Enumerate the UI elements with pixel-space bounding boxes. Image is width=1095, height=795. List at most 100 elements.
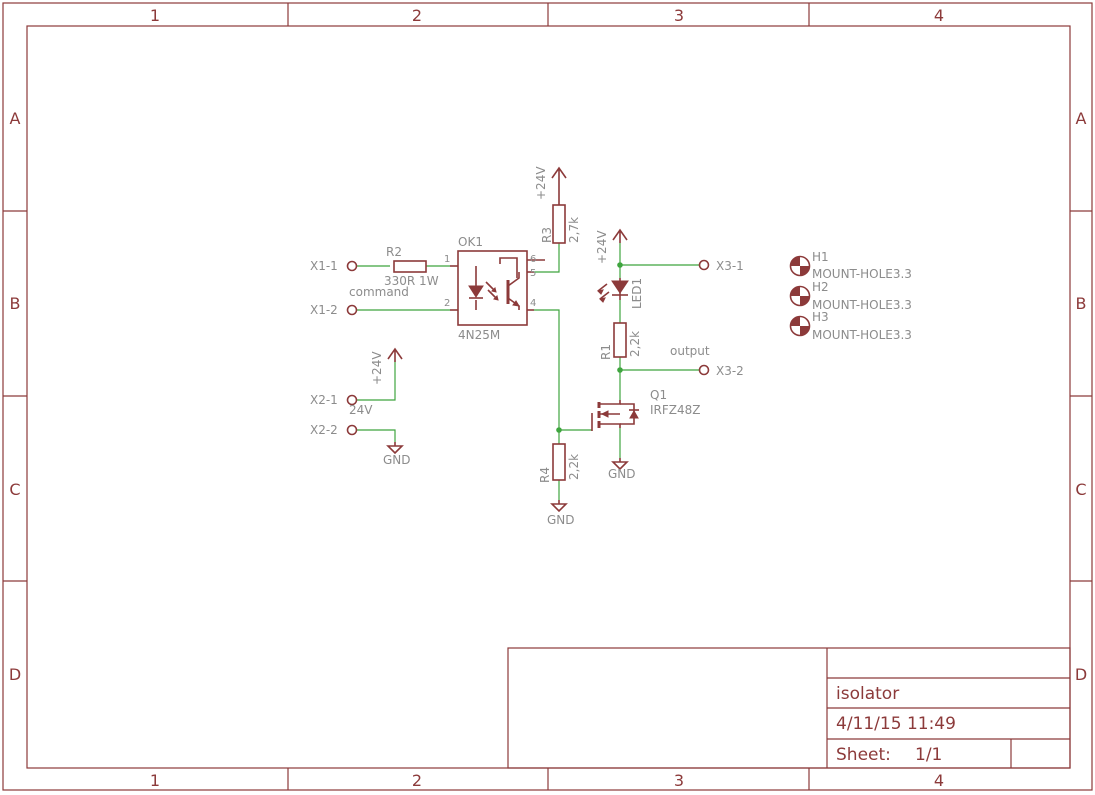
row-label-a-left: A bbox=[10, 109, 21, 128]
junction-gate bbox=[556, 427, 562, 433]
supply-arrow-icon bbox=[551, 166, 567, 205]
pin-number-2: 2 bbox=[444, 298, 450, 309]
drawing-title: isolator bbox=[836, 684, 899, 704]
pin-number-6: 6 bbox=[530, 254, 536, 265]
ground-icon bbox=[550, 500, 568, 513]
part-name: R4 bbox=[538, 467, 552, 483]
column-label-4-top: 4 bbox=[934, 6, 944, 25]
resistor-body-icon bbox=[613, 322, 627, 358]
connector-label: X3-2 bbox=[716, 364, 744, 378]
part-value: IRFZ48Z bbox=[650, 403, 701, 417]
connector-x2-1: X2-1 bbox=[310, 393, 358, 407]
optocoupler-led-icon bbox=[468, 266, 499, 310]
mount-hole-h1: H1 MOUNT-HOLE3.3 bbox=[789, 250, 912, 281]
title-block: isolator 4/11/15 11:49 Sheet: 1/1 bbox=[507, 647, 1071, 769]
connector-pad-icon bbox=[346, 304, 358, 316]
supply-24v-r3: +24V bbox=[534, 166, 567, 205]
optocoupler-body-icon bbox=[457, 250, 528, 326]
part-value: 2,2k bbox=[628, 331, 642, 357]
part-value: 330R 1W bbox=[384, 274, 439, 288]
wire-x2-2-gnd bbox=[357, 429, 396, 442]
row-label-b-left: B bbox=[10, 294, 21, 313]
part-value: MOUNT-HOLE3.3 bbox=[812, 298, 912, 312]
row-label-c-right: C bbox=[1075, 480, 1086, 499]
wire-emitter-gate bbox=[534, 309, 560, 444]
row-label-d-right: D bbox=[1075, 665, 1087, 684]
connector-label: X3-1 bbox=[716, 259, 744, 273]
resistor-r2: R2 330R 1W bbox=[384, 245, 439, 288]
row-label-b-right: B bbox=[1076, 294, 1087, 313]
connector-pad-icon bbox=[698, 259, 710, 271]
sheet-number: 1/1 bbox=[915, 745, 942, 765]
optocoupler-ok1: OK1 4N25M 1 2 6 5 4 bbox=[444, 235, 545, 342]
supply-label: +24V bbox=[595, 230, 609, 264]
column-label-4-bottom: 4 bbox=[934, 771, 944, 790]
pin-number-1: 1 bbox=[444, 254, 450, 265]
resistor-body-icon bbox=[552, 204, 566, 244]
connector-x1-2: X1-2 bbox=[310, 303, 358, 317]
led-diode-icon bbox=[611, 280, 629, 294]
channel-arrow-icon bbox=[600, 410, 609, 418]
connector-pad-icon bbox=[346, 394, 358, 406]
sheet-label: Sheet: bbox=[836, 745, 891, 765]
resistor-r4: R4 2,2k bbox=[538, 443, 581, 483]
part-name: OK1 bbox=[458, 235, 483, 249]
part-value: 2,7k bbox=[567, 217, 581, 243]
supply-label: +24V bbox=[370, 351, 384, 385]
connector-label: X2-2 bbox=[310, 423, 338, 437]
connector-pad-icon bbox=[698, 364, 710, 376]
resistor-r3: R3 2,7k bbox=[540, 204, 581, 244]
pin-number-5: 5 bbox=[530, 268, 536, 279]
connector-x1-1: X1-1 bbox=[310, 259, 358, 273]
part-value: MOUNT-HOLE3.3 bbox=[812, 328, 912, 342]
ground-q1: GND bbox=[608, 458, 636, 481]
junction-led-supply bbox=[617, 262, 623, 268]
column-label-3-top: 3 bbox=[674, 6, 684, 25]
part-value: 4N25M bbox=[458, 328, 500, 342]
part-name: R1 bbox=[599, 344, 613, 360]
supply-24v-x2: +24V bbox=[370, 347, 403, 385]
connector-pad-icon bbox=[346, 424, 358, 436]
mosfet-q1: Q1 IRFZ48Z bbox=[591, 388, 701, 431]
column-label-1-top: 1 bbox=[150, 6, 160, 25]
frame-row-labels: A B C D A B C D bbox=[9, 109, 1087, 684]
resistor-r1: R1 2,2k bbox=[599, 322, 642, 360]
wire-x2-1-supply bbox=[357, 360, 396, 401]
column-label-2-top: 2 bbox=[412, 6, 422, 25]
led-light-arrows-icon bbox=[597, 283, 610, 300]
connector-x3-1: X3-1 bbox=[698, 259, 744, 273]
row-label-d-left: D bbox=[9, 665, 21, 684]
ground-icon bbox=[611, 458, 629, 471]
supply-24v-led: +24V bbox=[595, 228, 628, 264]
wires bbox=[357, 243, 700, 500]
connector-label: X1-2 bbox=[310, 303, 338, 317]
part-value: MOUNT-HOLE3.3 bbox=[812, 267, 912, 281]
connector-x3-2: X3-2 bbox=[698, 364, 744, 378]
pin-number-4: 4 bbox=[530, 298, 536, 309]
row-label-c-left: C bbox=[9, 480, 20, 499]
part-name: H3 bbox=[812, 310, 829, 324]
part-name: LED1 bbox=[630, 278, 644, 309]
ground-x2: GND bbox=[383, 442, 411, 467]
junction-output bbox=[617, 367, 623, 373]
part-name: H1 bbox=[812, 250, 829, 264]
supply-label: +24V bbox=[534, 166, 548, 200]
body-diode-icon bbox=[629, 409, 639, 419]
net-label-command: command bbox=[349, 285, 409, 299]
phototransistor-icon bbox=[499, 257, 520, 310]
connector-x2-2: X2-2 bbox=[310, 423, 358, 437]
part-name: R2 bbox=[386, 245, 402, 259]
ground-label: GND bbox=[547, 513, 575, 527]
column-label-2-bottom: 2 bbox=[412, 771, 422, 790]
frame-column-labels: 1 2 3 4 1 2 3 4 bbox=[150, 6, 944, 790]
ground-icon bbox=[386, 442, 404, 455]
supply-arrow-icon bbox=[387, 347, 403, 362]
part-value: 2,2k bbox=[567, 454, 581, 480]
ground-r4: GND bbox=[547, 500, 575, 527]
led-led1: LED1 bbox=[596, 278, 644, 309]
resistor-body-icon bbox=[393, 260, 427, 273]
supply-arrow-icon bbox=[612, 228, 628, 243]
part-name: H2 bbox=[812, 280, 829, 294]
